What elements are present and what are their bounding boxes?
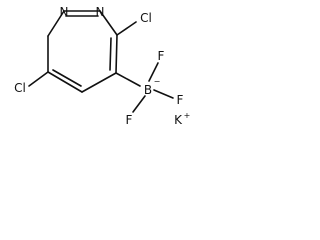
atom-n1: N	[60, 5, 69, 19]
atom-labels: N N Cl Cl B − F F F K +	[14, 5, 190, 127]
bond-n1-ring	[47, 10, 65, 37]
bond-b-f-bottom	[132, 95, 146, 113]
ring-bonds	[47, 10, 118, 93]
potassium-charge: +	[184, 111, 191, 120]
bond-n2-c3	[99, 10, 118, 36]
bond-c5-c6-double	[52, 69, 82, 87]
bond-c3-cl	[116, 21, 137, 36]
bond-c3-c4-double	[109, 37, 112, 71]
substituent-bonds	[28, 21, 174, 113]
bond-c3-c4	[115, 34, 118, 74]
bond-c4-c5	[81, 72, 117, 93]
bond-b-f-top	[148, 62, 159, 82]
bond-c4-b	[115, 72, 141, 87]
atom-cl-top: Cl	[140, 11, 152, 25]
atom-f-bottom: F	[126, 113, 133, 127]
atom-boron: B	[144, 83, 152, 97]
boron-charge: −	[154, 77, 161, 86]
bond-c6-cl	[28, 71, 49, 87]
bond-c5-c6	[47, 71, 83, 93]
chemical-structure-diagram: N N Cl Cl B − F F F K +	[14, 5, 190, 127]
bond-b-f-right	[153, 89, 174, 99]
atom-cl-left: Cl	[14, 81, 26, 95]
atom-f-top: F	[158, 49, 165, 63]
atom-f-right: F	[177, 93, 184, 107]
atom-n2: N	[96, 5, 105, 19]
atom-potassium: K	[174, 113, 183, 127]
